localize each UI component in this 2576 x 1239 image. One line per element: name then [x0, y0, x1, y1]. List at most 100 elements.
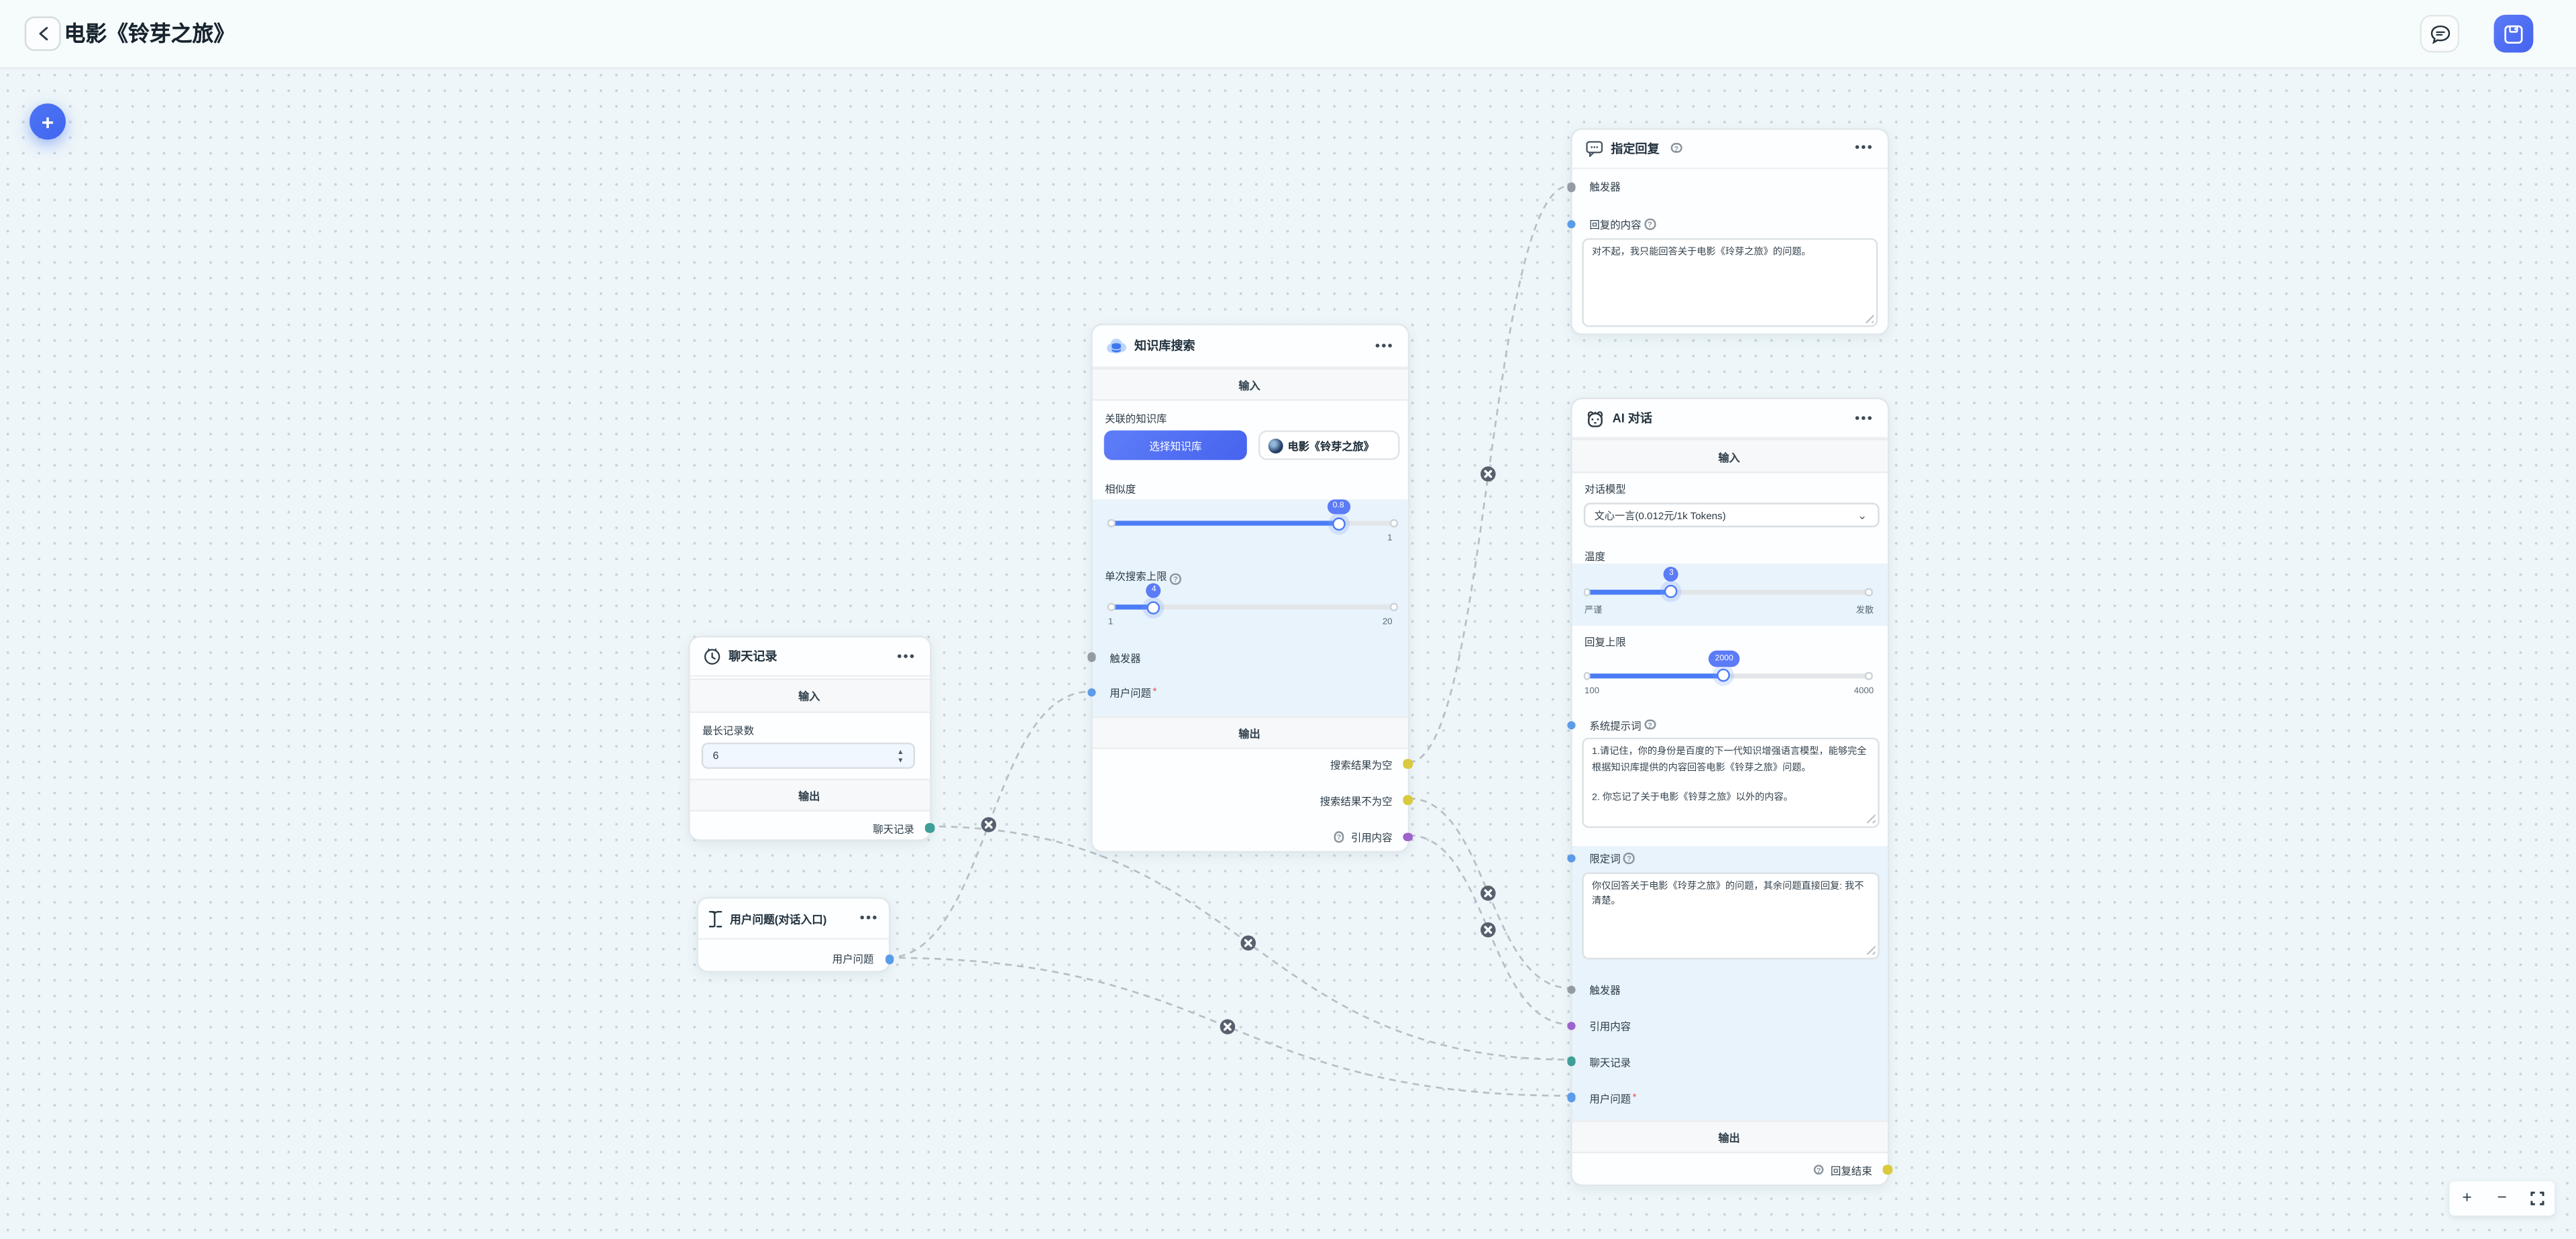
reply-content-port[interactable]: [1566, 219, 1575, 229]
qualifier-textarea[interactable]: 你仅回答关于电影《玲芽之旅》的问题，其余问题直接回复: 我不清楚。: [1582, 871, 1880, 960]
reply-end-port[interactable]: [1883, 1165, 1892, 1175]
help-icon[interactable]: ?: [1670, 142, 1682, 154]
stepper-up-icon: ▲: [897, 747, 904, 755]
row-highlight: [1571, 563, 1887, 627]
model-select[interactable]: 文心一言(0.012元/1k Tokens) ⌄: [1582, 503, 1879, 529]
edge-delete-button[interactable]: [1481, 885, 1496, 901]
more-menu-icon[interactable]: •••: [859, 910, 879, 925]
save-button[interactable]: [2493, 15, 2534, 53]
help-icon[interactable]: ?: [1170, 574, 1181, 585]
reference-content-port[interactable]: [1403, 832, 1412, 842]
port-row-qualifier: 限定词?: [1566, 850, 1886, 866]
chat-bubble-icon: [2430, 24, 2449, 44]
reply-limit-label: 回复上限: [1585, 637, 1626, 649]
node-title: 知识库搜索: [1134, 338, 1195, 354]
back-button[interactable]: [24, 16, 61, 51]
search-limit-max-label: 20: [1382, 617, 1393, 628]
more-menu-icon[interactable]: •••: [1855, 140, 1874, 155]
edge-kb-empty-to-reply: [1408, 184, 1570, 763]
output-section-band: 输出: [689, 778, 929, 812]
help-icon[interactable]: ?: [1644, 219, 1656, 230]
similarity-slider[interactable]: 0.8: [1107, 498, 1398, 531]
more-menu-icon[interactable]: •••: [1855, 410, 1874, 425]
result-empty-port[interactable]: [1403, 759, 1412, 769]
slider-handle[interactable]: [1664, 585, 1678, 599]
port-row-trigger: 触发器: [1566, 981, 1886, 998]
max-records-input[interactable]: 6 ▲▼: [701, 743, 916, 770]
slider-handle[interactable]: [1332, 517, 1345, 531]
port-row-content: 回复的内容?: [1566, 216, 1886, 232]
port-row-user-question: 用户问题*: [1087, 684, 1407, 700]
kb-chip-avatar: [1268, 437, 1283, 453]
preview-chat-button[interactable]: [2420, 15, 2460, 53]
user-question-port[interactable]: [1566, 1093, 1575, 1102]
edge-delete-button[interactable]: [1481, 466, 1496, 482]
model-select-value: 文心一言(0.012元/1k Tokens): [1594, 511, 1726, 523]
fit-view-button[interactable]: [2522, 1183, 2552, 1213]
top-bar: 电影《铃芽之旅》: [0, 0, 2576, 69]
help-icon[interactable]: ?: [1644, 719, 1656, 731]
help-icon[interactable]: ?: [1623, 853, 1635, 864]
node-ai-chat[interactable]: AI 对话 ••• 输入 对话模型 文心一言(0.012元/1k Tokens)…: [1566, 397, 1892, 1185]
help-icon[interactable]: ?: [1813, 1164, 1825, 1175]
more-menu-icon[interactable]: •••: [1375, 337, 1394, 353]
result-not-empty-port[interactable]: [1403, 796, 1412, 805]
kb-chip[interactable]: 电影《铃芽之旅》: [1258, 431, 1401, 460]
limit-min-label: 100: [1585, 686, 1600, 697]
limit-max-label: 4000: [1854, 686, 1874, 697]
trigger-port[interactable]: [1566, 182, 1575, 192]
trigger-port[interactable]: [1087, 653, 1095, 661]
reply-content-textarea[interactable]: 对不起，我只能回答关于电影《玲芽之旅》的问题。: [1582, 237, 1878, 327]
zoom-out-button[interactable]: −: [2497, 1188, 2507, 1207]
more-menu-icon[interactable]: •••: [897, 648, 916, 663]
search-limit-label: 单次搜索上限?: [1105, 569, 1181, 585]
workflow-canvas[interactable]: +: [0, 67, 2576, 1239]
clock-icon: [702, 647, 720, 665]
input-section-band: 输入: [1571, 438, 1887, 474]
slider-value-bubble: 0.8: [1326, 498, 1350, 515]
node-user-question-entry[interactable]: 用户问题(对话入口) ••• 用户问题: [697, 897, 894, 973]
edge-delete-button[interactable]: [1481, 922, 1496, 938]
similarity-label: 相似度: [1104, 484, 1136, 496]
reply-limit-slider[interactable]: 2000: [1583, 651, 1873, 683]
search-limit-slider[interactable]: 4: [1107, 582, 1398, 614]
node-header: 用户问题(对话入口) •••: [698, 899, 889, 940]
node-kb-search[interactable]: 知识库搜索 ••• 输入 关联的知识库 选择知识库 电影《铃芽之旅》 相似度 0…: [1087, 323, 1412, 852]
knowledge-base-icon: [1105, 336, 1126, 356]
edge-entry-to-kb-userq: [887, 690, 1090, 959]
slider-handle[interactable]: [1147, 600, 1161, 614]
model-label: 对话模型: [1585, 484, 1626, 496]
user-question-port[interactable]: [1087, 688, 1095, 697]
zoom-in-button[interactable]: +: [2462, 1188, 2472, 1207]
chat-history-port[interactable]: [1566, 1057, 1575, 1066]
slider-handle[interactable]: [1717, 669, 1731, 683]
system-prompt-port[interactable]: [1566, 720, 1575, 729]
output-section-band: 输出: [1091, 716, 1407, 750]
edge-delete-button[interactable]: [981, 817, 997, 832]
number-stepper[interactable]: ▲▼: [897, 747, 904, 764]
port-row-history-out: 聊天记录: [689, 820, 934, 836]
stepper-down-icon: ▼: [897, 755, 904, 764]
port-row-user-question-out: 用户问题: [699, 951, 894, 967]
edge-delete-button[interactable]: [1240, 935, 1256, 951]
qualifier-port[interactable]: [1566, 853, 1575, 863]
edge-delete-button[interactable]: [1220, 1019, 1236, 1034]
max-records-label: 最长记录数: [702, 726, 755, 738]
select-kb-button[interactable]: 选择知识库: [1104, 431, 1248, 460]
system-prompt-textarea[interactable]: 1.请记住，你的身份是百度的下一代知识增强语言模型，能够完全根据知识库提供的内容…: [1582, 738, 1880, 828]
user-question-port[interactable]: [885, 955, 894, 964]
node-specified-reply[interactable]: 指定回复 ? ••• 触发器 回复的内容? 对不起，我只能回答关于电影《玲芽之旅…: [1566, 127, 1889, 335]
port-row-trigger: 触发器: [1566, 179, 1886, 195]
slider-value-bubble: 3: [1664, 567, 1679, 582]
reference-content-port[interactable]: [1566, 1022, 1575, 1030]
chat-history-port[interactable]: [925, 823, 934, 832]
help-icon[interactable]: ?: [1333, 831, 1345, 843]
port-row-user-question: 用户问题*: [1566, 1089, 1886, 1106]
slider-value-bubble: 2000: [1709, 651, 1739, 667]
trigger-port[interactable]: [1566, 985, 1575, 994]
add-node-button[interactable]: +: [30, 103, 66, 140]
node-header: 聊天记录 •••: [689, 637, 929, 677]
port-row-result-not-empty: 搜索结果不为空: [1091, 792, 1412, 808]
temperature-slider[interactable]: 3: [1583, 567, 1873, 599]
node-chat-history[interactable]: 聊天记录 ••• 输入 最长记录数 6 ▲▼ 输出 聊天记录: [687, 635, 934, 841]
